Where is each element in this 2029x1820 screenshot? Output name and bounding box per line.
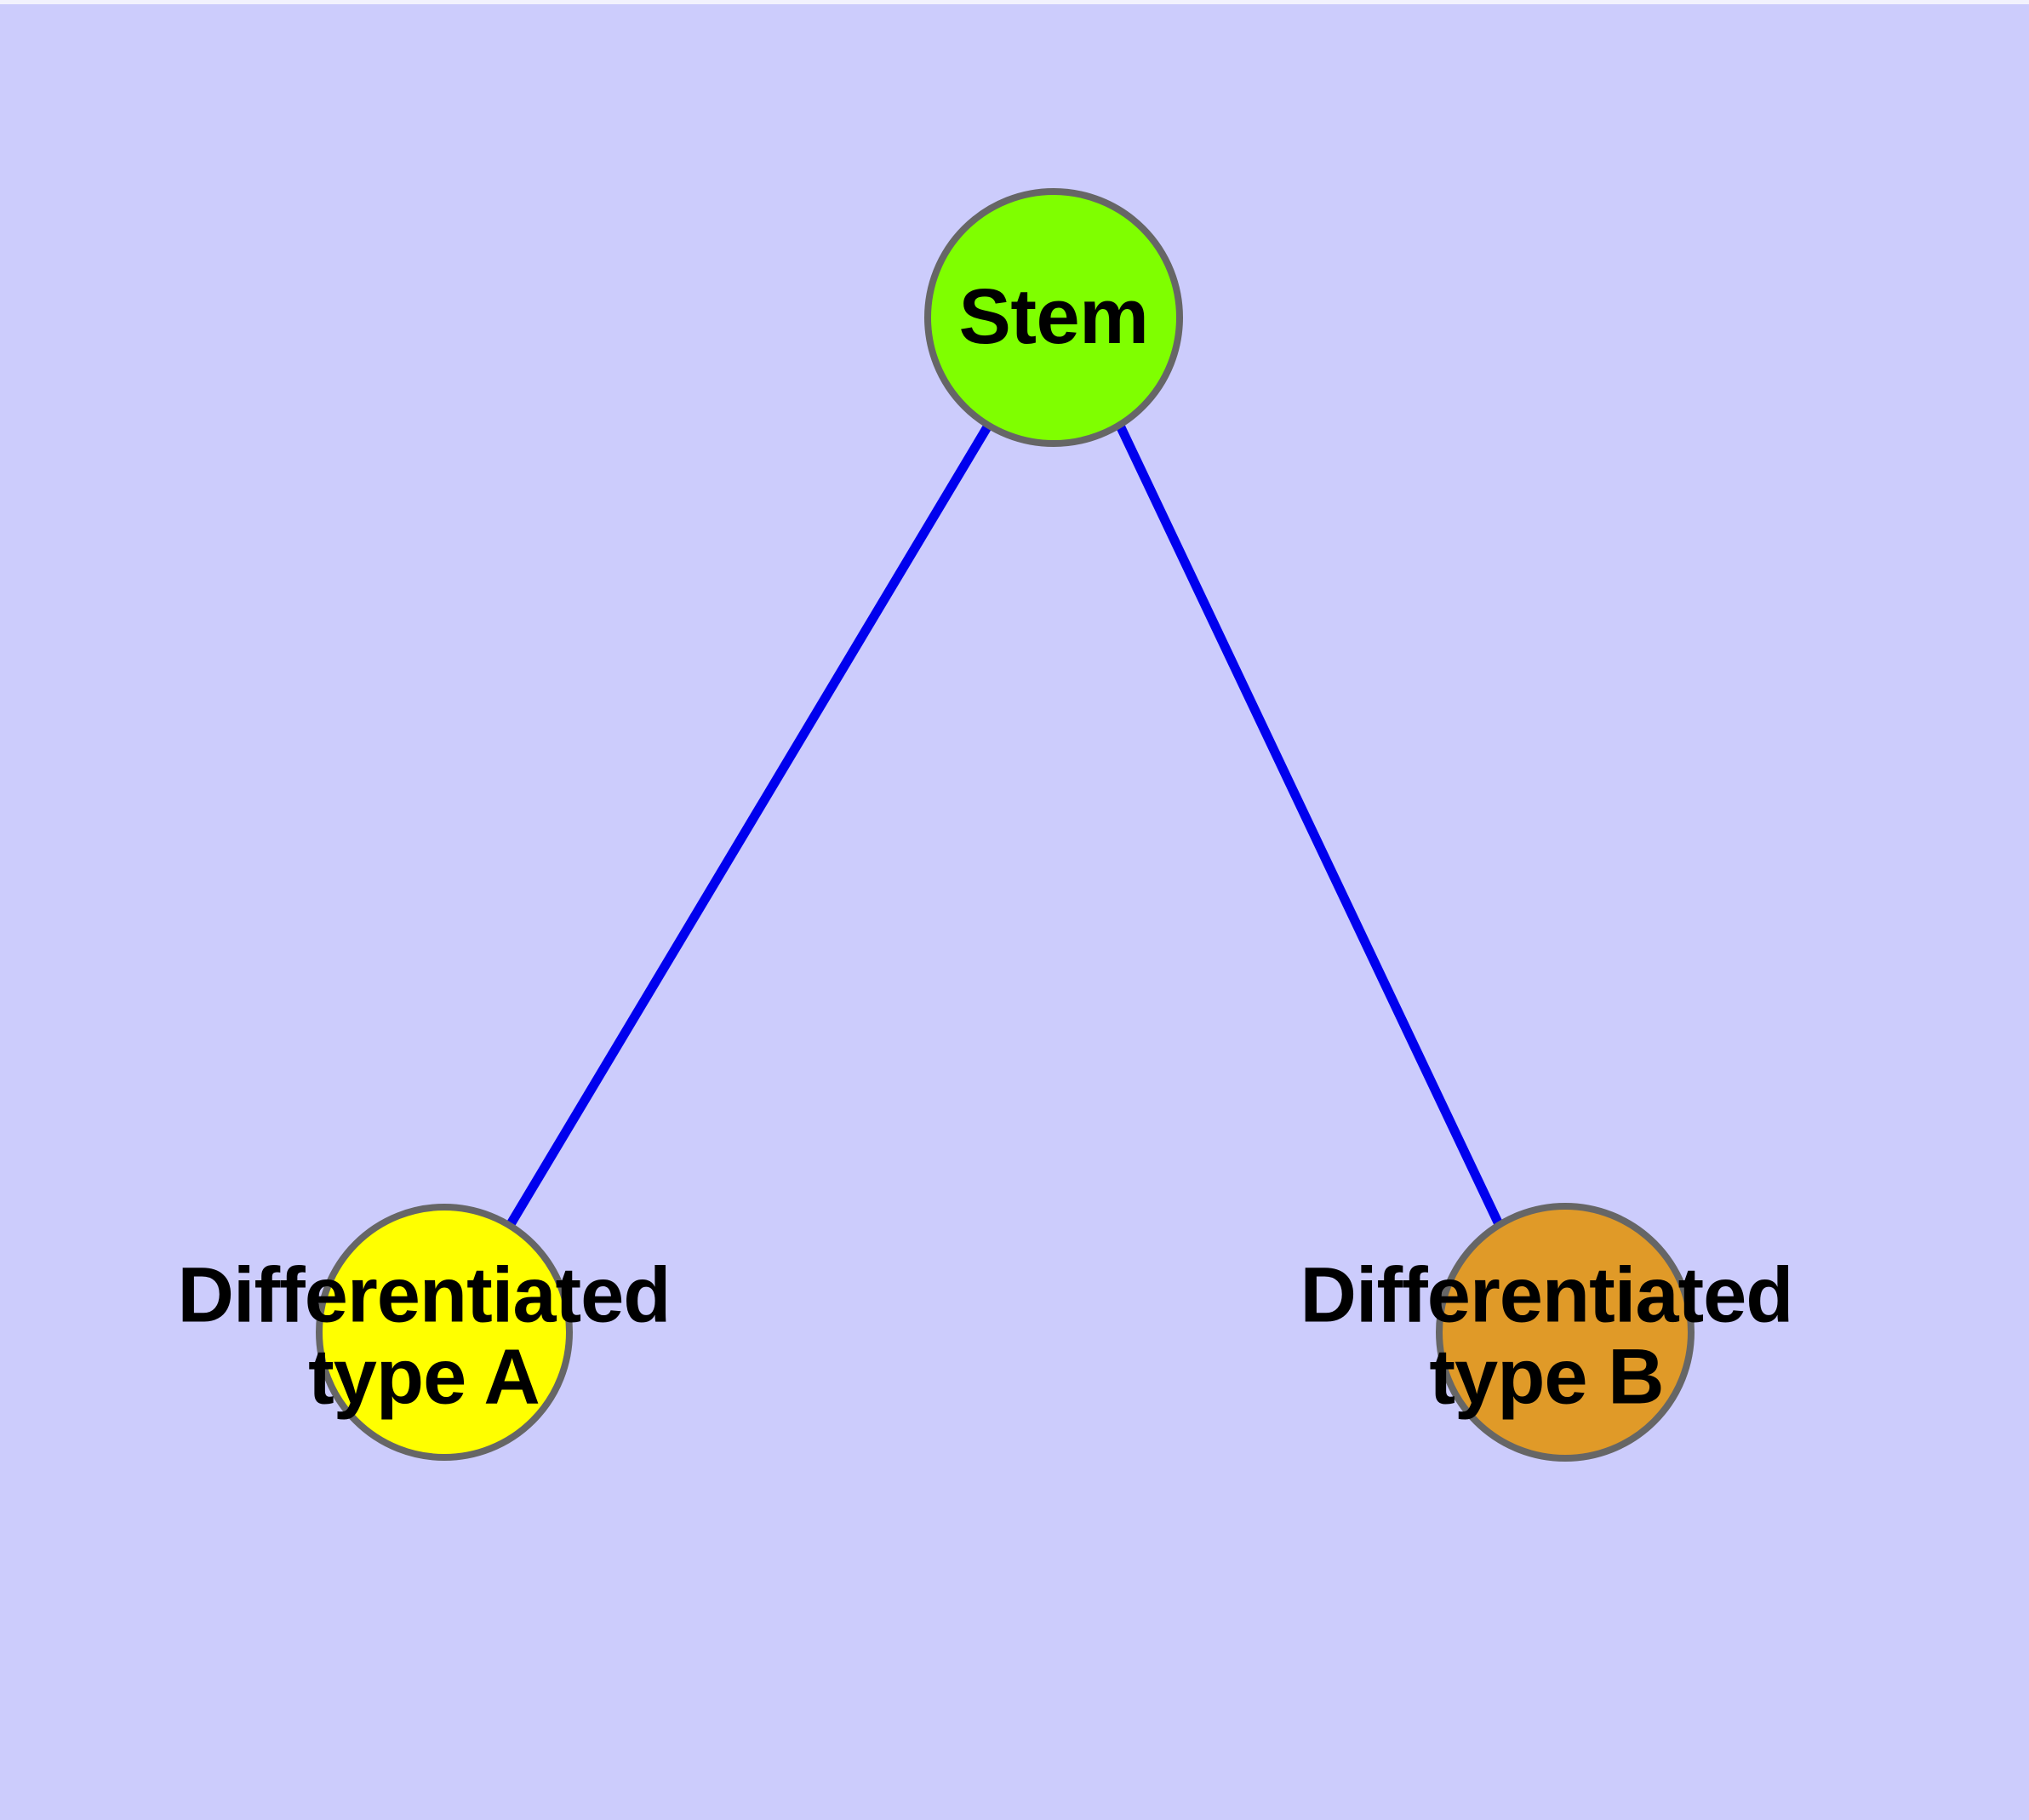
nodes-layer [316, 188, 1695, 1462]
graph-node-diff-a[interactable] [316, 1204, 573, 1461]
graph-node-stem[interactable] [924, 188, 1183, 447]
graph-edge[interactable] [1116, 423, 1503, 1227]
graph-node-diff-b[interactable] [1436, 1203, 1695, 1462]
edges-layer [506, 423, 1503, 1227]
canvas-top-border [0, 0, 2029, 4]
graph-edge[interactable] [506, 423, 992, 1227]
